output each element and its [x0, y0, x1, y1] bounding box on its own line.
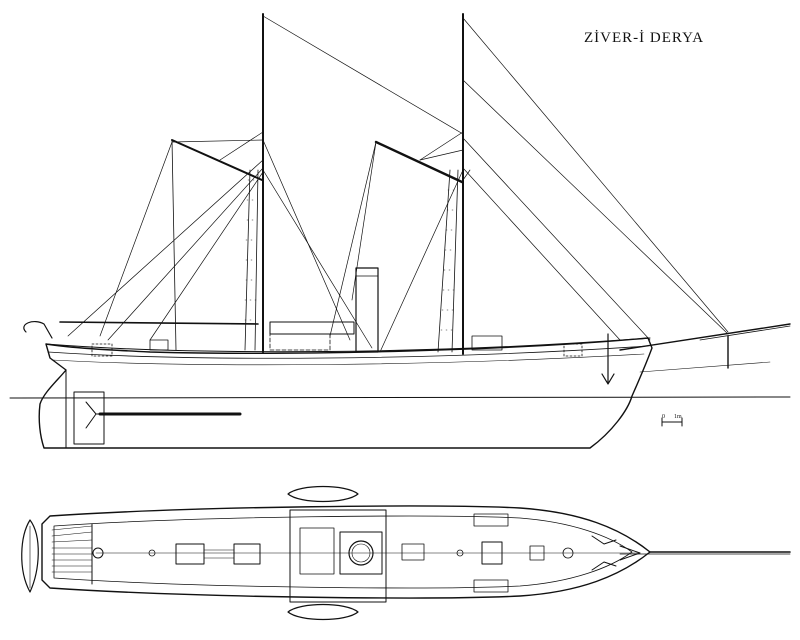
- fore-boom: [59, 321, 259, 325]
- main-gaff: [374, 140, 464, 184]
- propeller-icon: [85, 401, 101, 429]
- waterline-secondary: [639, 361, 771, 373]
- drawing-title: ZİVER-İ DERYA: [584, 30, 705, 46]
- grating-fwd: [529, 545, 545, 561]
- funnel: [355, 267, 379, 353]
- stern-cabin: [91, 343, 113, 357]
- gun-fwd: [563, 343, 583, 357]
- anchor-icon: [601, 333, 615, 385]
- aft-house: [471, 335, 503, 351]
- funnel-inner: [351, 543, 371, 563]
- scale-start-label: 0: [662, 414, 665, 420]
- rubbing-strake: [51, 353, 645, 366]
- bulwark-line: [45, 337, 651, 353]
- deck-line: [47, 345, 649, 359]
- stern-grating: [51, 525, 93, 573]
- gun-aft: [149, 339, 169, 351]
- bow-tip: [619, 545, 641, 561]
- side-elevation-view: [9, 13, 791, 449]
- skylight: [269, 333, 331, 351]
- funnel-casing: [339, 531, 383, 575]
- fore-mast-ladder-r: [254, 169, 259, 351]
- compass-icon: [148, 549, 156, 557]
- bowsprit: [619, 323, 791, 351]
- side-boat-top: [287, 485, 359, 503]
- side-boat-bottom: [287, 603, 359, 621]
- scale-bar: [661, 417, 683, 427]
- waterline: [9, 396, 791, 399]
- fore-gaff: [171, 139, 263, 181]
- skylight-aft-2: [233, 543, 261, 565]
- hatch-mid: [401, 543, 425, 561]
- main-shrouds: [440, 189, 459, 331]
- scale-end-label: 1m: [674, 414, 682, 420]
- hull: [38, 337, 653, 449]
- side-house-port: [473, 513, 509, 527]
- rigging: [67, 15, 729, 353]
- main-mast-ladder-r: [451, 169, 459, 353]
- bow-anchor-port: [591, 535, 617, 545]
- stern-boat: [21, 519, 39, 593]
- main-mast-ladder-l: [437, 169, 451, 353]
- side-house-stbd: [473, 579, 509, 593]
- jib-boom: [699, 325, 791, 341]
- deck-plan-view: [21, 485, 791, 621]
- wheel-icon: [92, 547, 104, 559]
- rudder: [73, 391, 105, 445]
- boat-on-deck: [269, 321, 355, 335]
- fore-trysail-post: [171, 139, 177, 351]
- deck-inner-outline: [53, 515, 633, 589]
- scale-bar-label: 0 1m: [662, 414, 682, 420]
- stern-davit: [23, 320, 53, 339]
- coal-bunkers: [299, 527, 335, 575]
- capstan-icon: [456, 549, 464, 557]
- boiler-room-casing: [289, 509, 387, 603]
- funnel-plan-icon: [348, 540, 374, 566]
- fore-shrouds: [244, 179, 259, 321]
- hatch-fwd: [481, 541, 503, 565]
- bow-anchor-stbd: [591, 561, 617, 571]
- skylight-aft: [175, 543, 205, 565]
- windlass-icon: [562, 547, 574, 559]
- deck-outline: [41, 505, 651, 599]
